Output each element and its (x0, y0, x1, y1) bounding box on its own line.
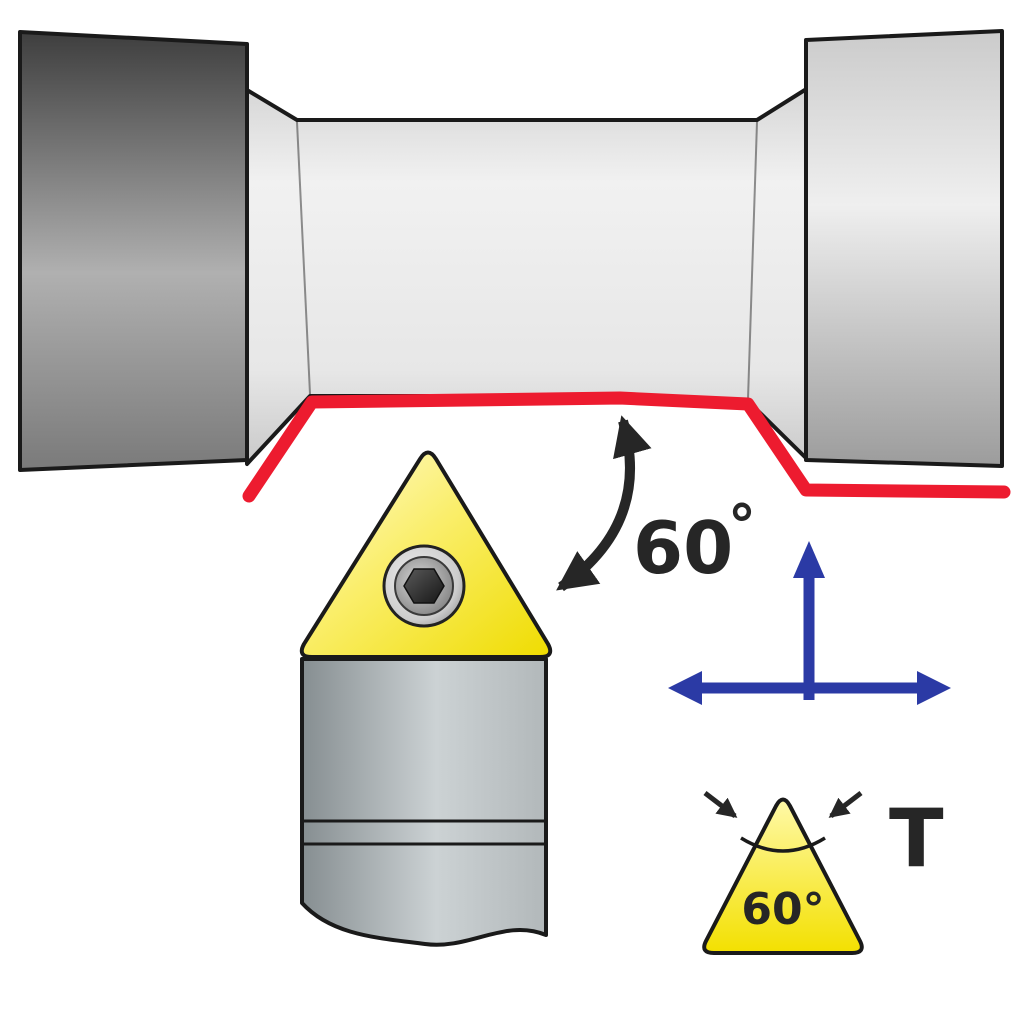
workpiece-right-section (804, 29, 1004, 468)
workpiece-left-chamfer-line (296, 121, 311, 395)
angle-arrow (556, 415, 652, 592)
workpiece-right-chamfer-line (747, 121, 758, 400)
icon-angle-arc (740, 836, 826, 853)
cut-path-line (242, 391, 1011, 503)
main-angle-degree-symbol: ° (728, 494, 756, 559)
feed-direction-arrows (668, 541, 951, 705)
insert-type-label: T (889, 792, 944, 885)
main-angle-label: 60 (633, 506, 733, 590)
insert-icon-triangle (702, 797, 864, 955)
workpiece-middle-section (245, 86, 810, 466)
insert-shape-icon: 60° T (702, 791, 944, 955)
insert-icon-angle-label: 60° (741, 884, 824, 935)
icon-right-arrow (828, 791, 863, 818)
vertical-feed-arrowhead (793, 541, 825, 578)
screw-hex-socket-icon (403, 568, 445, 604)
horizontal-feed-arrowhead-right (917, 671, 951, 705)
icon-left-arrow (703, 791, 738, 818)
tool-shank (300, 657, 548, 947)
workpiece-left-section (18, 30, 249, 472)
horizontal-feed-arrowhead-left (668, 671, 702, 705)
